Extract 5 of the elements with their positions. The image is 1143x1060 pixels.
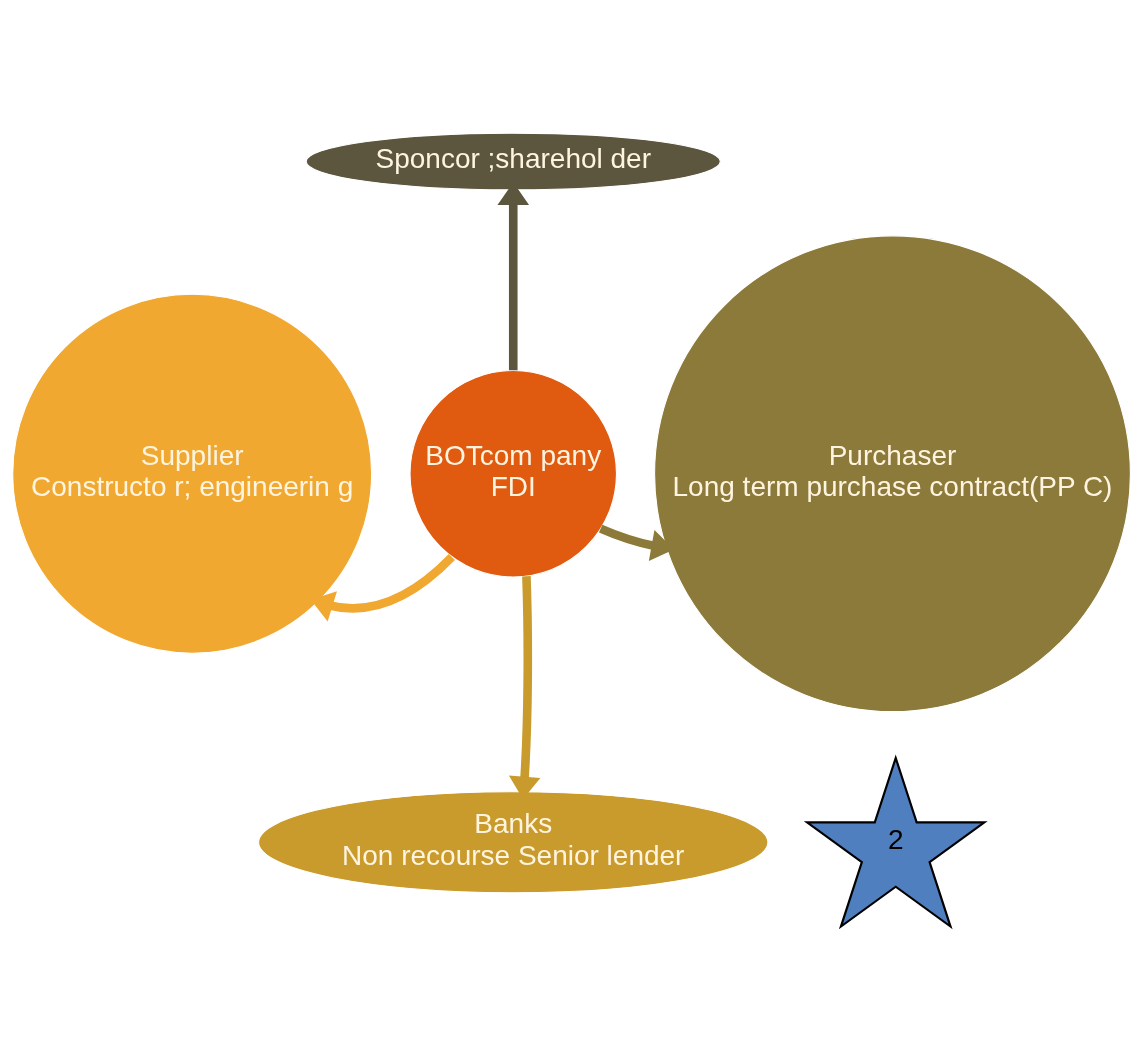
node-circle: BOTcom pany FDI bbox=[409, 370, 617, 578]
node-ellipse: Sponcor ;sharehol der bbox=[305, 132, 721, 191]
node-circle: Purchaser Long term purchase contract(PP C) bbox=[654, 235, 1131, 713]
node-ellipse: Banks Non recourse Senior lender bbox=[258, 791, 769, 894]
node-circle: Supplier Constructo r; engineerin g bbox=[12, 293, 373, 654]
